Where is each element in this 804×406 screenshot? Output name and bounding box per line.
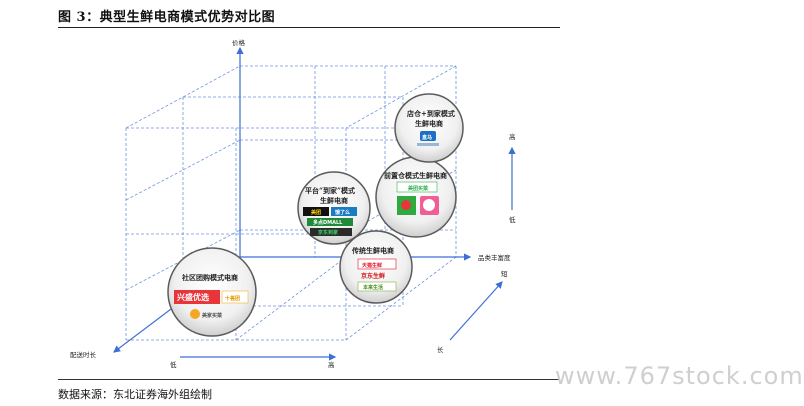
logo-xingsheng [174, 290, 220, 304]
logo-shihuituan [221, 290, 249, 304]
positioning-diagram: 价格 品类丰富度 配送时长 低 高 高 低 短 长 社区团购模式电商 兴盛优选 … [70, 38, 516, 369]
svg-text:美家买菜: 美家买菜 [202, 312, 222, 319]
bubble-community-group-buying: 社区团购模式电商 兴盛优选 十荟团 美家买菜 [167, 247, 257, 337]
logo-hema [420, 131, 436, 141]
figure-title: 图 3：典型生鲜电商模式优势对比图 [58, 10, 276, 25]
svg-text:美团: 美团 [311, 209, 321, 216]
axis-long-label: 长 [437, 345, 444, 354]
footer-divider [58, 379, 560, 380]
bubble-traditional: 传统生鲜电商 天猫生鲜 京东生鲜 本来生活 [339, 230, 413, 304]
logo-jd-fresh: 京东生鲜 [361, 272, 385, 280]
svg-text:天猫生鲜: 天猫生鲜 [362, 262, 382, 269]
title-divider [58, 27, 560, 28]
bubble-label: 平台“到家”模式 [305, 186, 355, 195]
logo-meituan-maicai [396, 181, 438, 193]
axis-low-label: 低 [170, 360, 177, 369]
bubble-front-warehouse: 前置仓模式生鲜电商 美团买菜 [375, 156, 457, 238]
logo-benlai [357, 281, 397, 292]
svg-text:美团买菜: 美团买菜 [408, 185, 428, 192]
svg-text:多点DMALL: 多点DMALL [313, 219, 343, 226]
bubble-label-2: 生鲜电商 [320, 196, 348, 205]
logo-eleme [331, 207, 357, 216]
svg-text:饿了么: 饿了么 [334, 209, 350, 216]
bubble-label-2: 生鲜电商 [415, 119, 443, 128]
bubble-label: 店仓+到家模式 [407, 109, 455, 118]
logo-meijia-icon [190, 309, 200, 319]
svg-text:本来生活: 本来生活 [362, 284, 383, 291]
bubble-store-warehouse: 店仓+到家模式 生鲜电商 盒马 [394, 93, 464, 163]
logo-tmall-fresh [357, 258, 397, 270]
dingdong-icon [401, 200, 411, 210]
logo-jd-daojia [310, 228, 352, 236]
logo-dmall [307, 218, 353, 226]
svg-text:兴盛优选: 兴盛优选 [177, 292, 209, 302]
logo-meituan [303, 207, 329, 216]
axis-short-label: 短 [501, 269, 508, 278]
axis-high-label: 高 [328, 360, 335, 369]
axis-right-high-label: 高 [509, 132, 516, 141]
svg-text:京东到家: 京东到家 [318, 229, 339, 236]
axis-label-variety: 品类丰富度 [478, 253, 511, 262]
hema-subtext-icon [417, 143, 439, 146]
bubble-label: 前置仓模式生鲜电商 [384, 171, 447, 180]
svg-text:十荟团: 十荟团 [225, 295, 240, 302]
axis-label-delivery: 配送时长 [70, 350, 97, 359]
bubble-platform-to-home: 平台“到家”模式 生鲜电商 美团 饿了么 多点DMALL 京东到家 [297, 171, 371, 245]
axis-right-low-label: 低 [509, 215, 516, 224]
data-source: 数据来源：东北证券海外组绘制 [58, 388, 212, 401]
watermark: www.767stock.com [555, 362, 804, 390]
svg-text:盒马: 盒马 [421, 134, 432, 141]
bubble-label: 社区团购模式电商 [181, 273, 238, 282]
bubble-label: 传统生鲜电商 [351, 246, 394, 255]
axis-label-price: 价格 [232, 38, 246, 47]
missfresh-icon [423, 199, 435, 211]
